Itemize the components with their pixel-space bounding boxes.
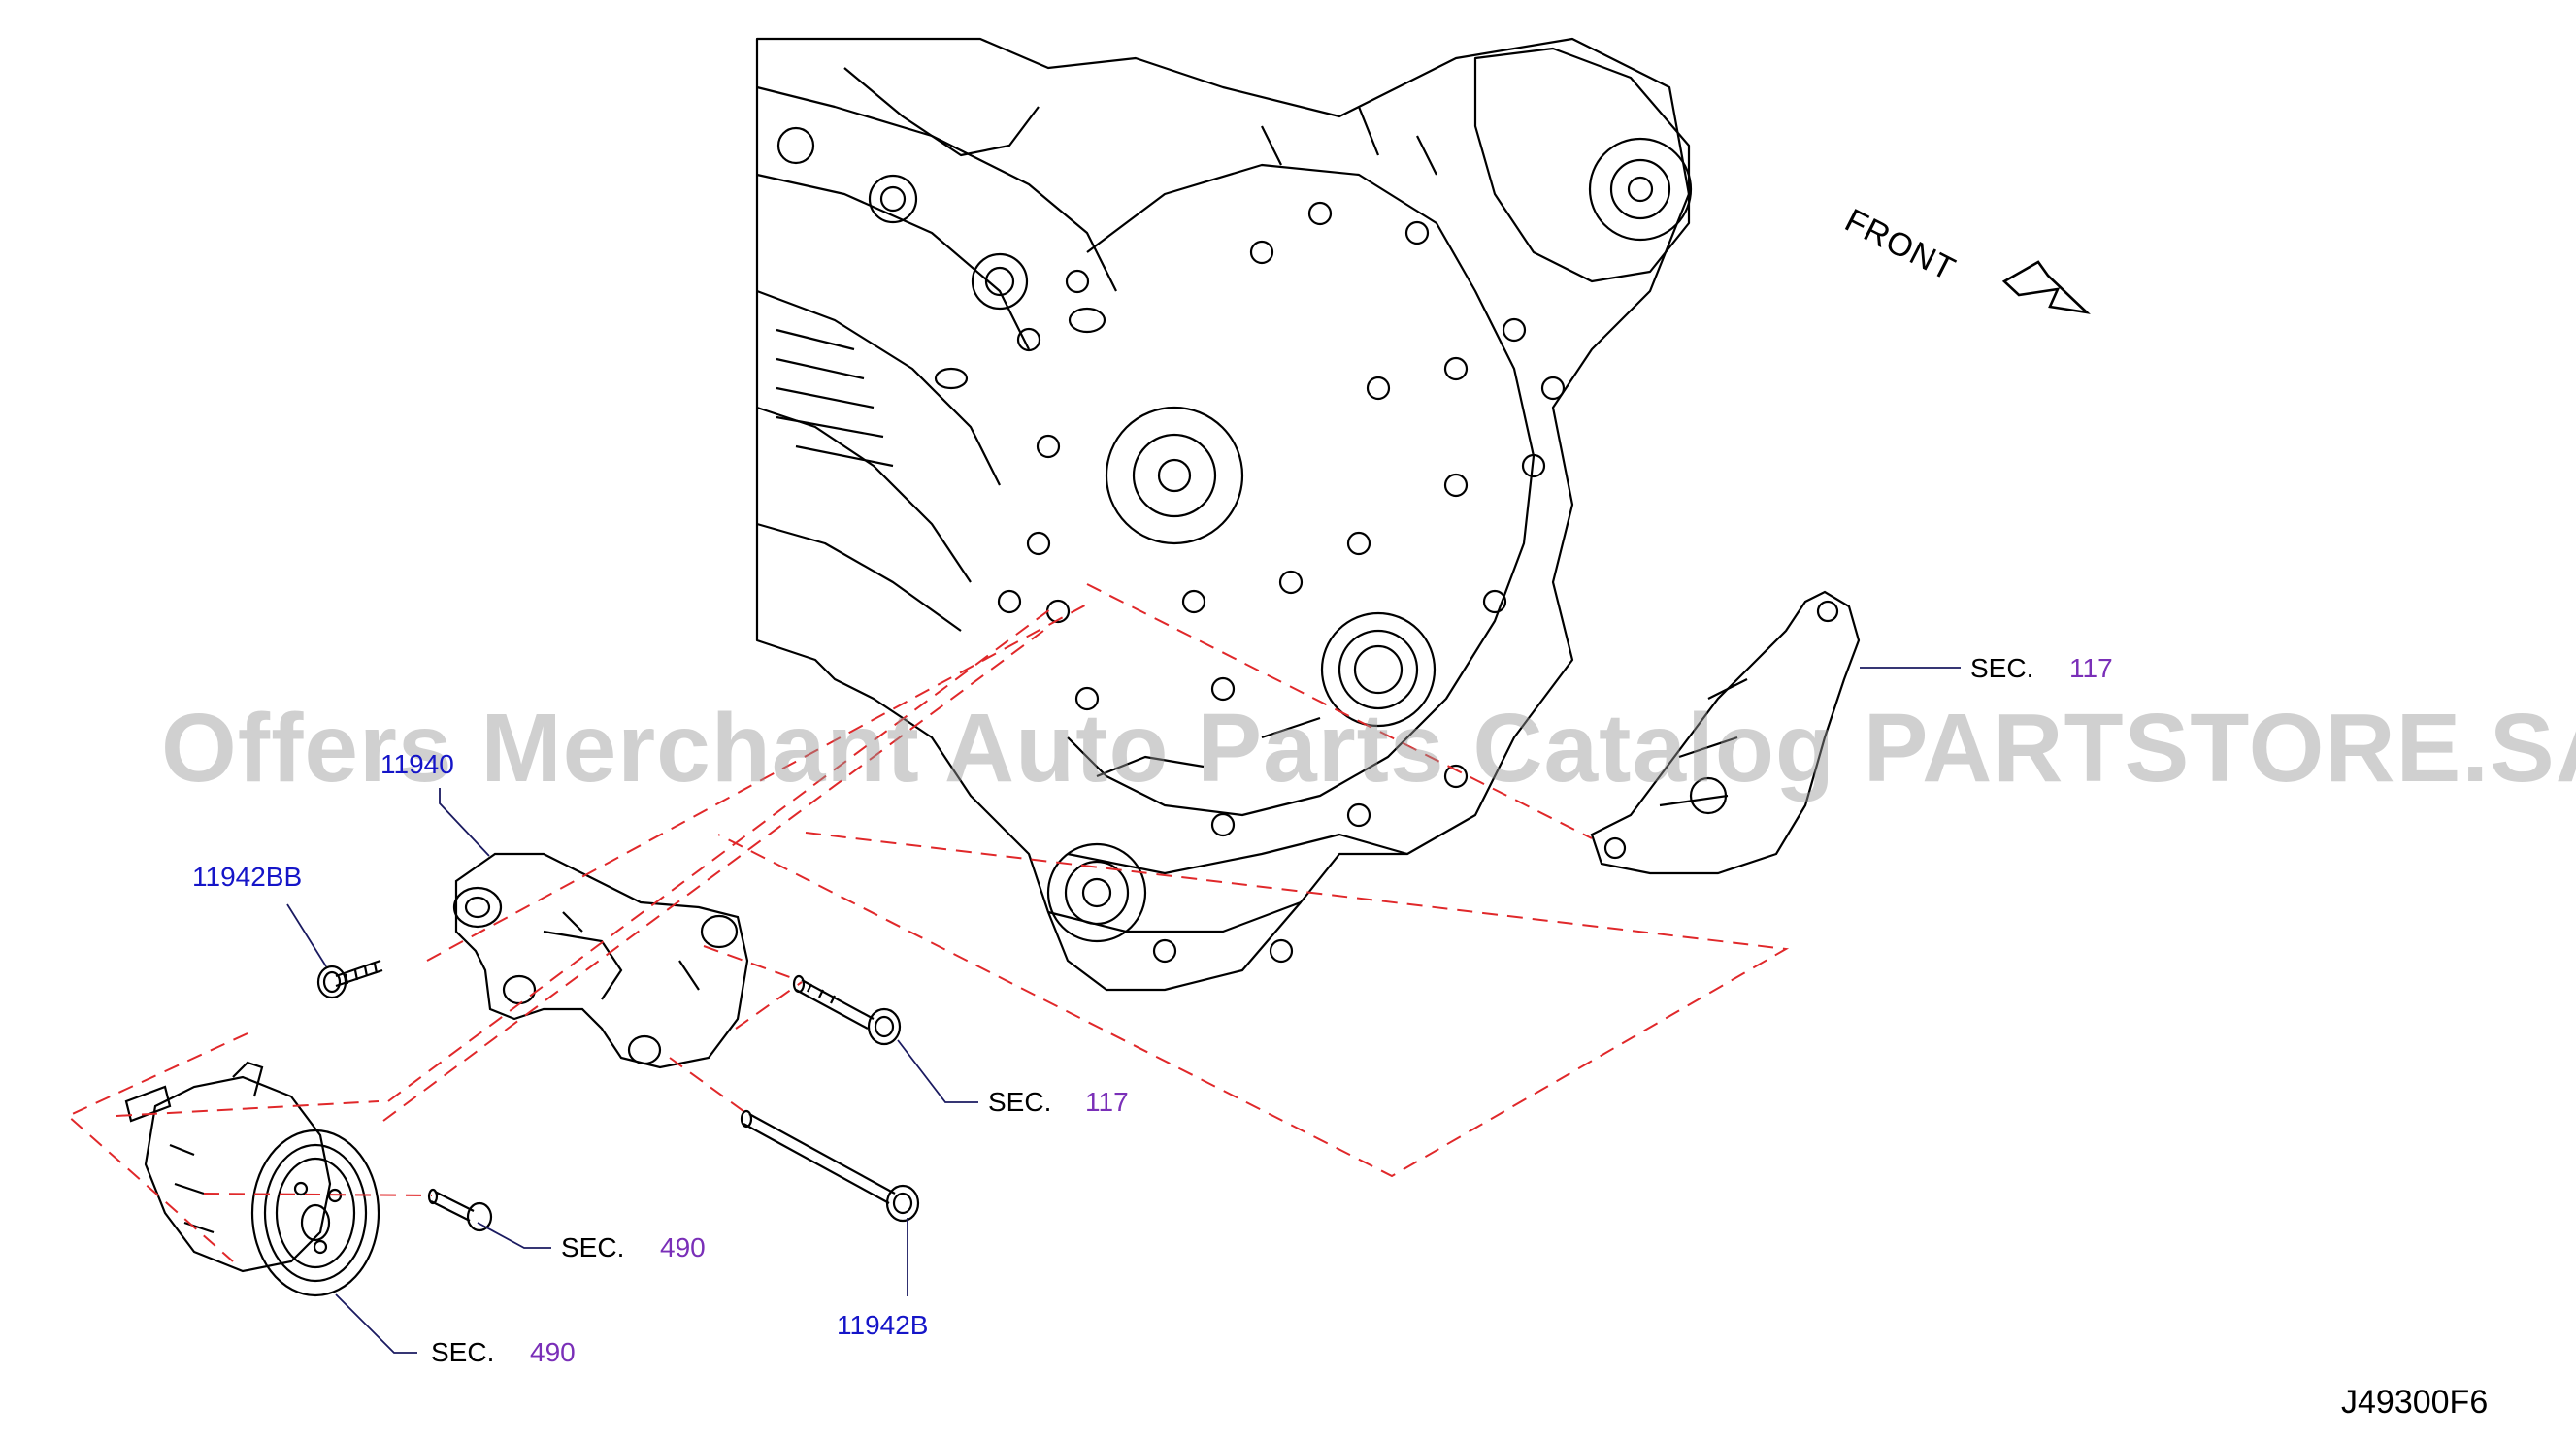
sec-117-cover-plate <box>1590 590 1861 875</box>
callout-11942b: 11942B <box>837 1310 929 1340</box>
power-steering-pump <box>124 1061 380 1297</box>
bolt-11942b <box>740 1109 920 1223</box>
watermark: Offers Merchant Auto Parts Catalog PARTS… <box>161 694 2576 802</box>
bolt-sec-490 <box>427 1188 493 1232</box>
engine-block <box>755 37 1693 992</box>
sec-ref-117-cover: 117 <box>2069 653 2113 683</box>
front-arrow-icon <box>2001 260 2091 314</box>
assembly-guide-lines <box>66 583 1790 1262</box>
leader-lines <box>286 667 1961 1354</box>
sec-ref-490-pump: 490 <box>530 1337 576 1367</box>
diagram-code: J49300F6 <box>2341 1384 2489 1421</box>
sec-ref-490-bolt: 490 <box>660 1232 706 1262</box>
callout-11942bb: 11942BB <box>192 862 303 892</box>
sec-label-490-pump: SEC. <box>431 1337 495 1367</box>
sec-label-cover: SEC. <box>1970 653 2034 683</box>
bolt-sec-117 <box>792 974 902 1046</box>
bolt-11942bb <box>316 959 383 999</box>
power-steering-bracket-11940 <box>452 852 749 1069</box>
sec-ref-117-bolt: 117 <box>1085 1087 1129 1117</box>
callout-11940: 11940 <box>380 749 454 779</box>
sec-label-490-bolt: SEC. <box>561 1232 625 1262</box>
sec-label-bolt: SEC. <box>988 1087 1052 1117</box>
